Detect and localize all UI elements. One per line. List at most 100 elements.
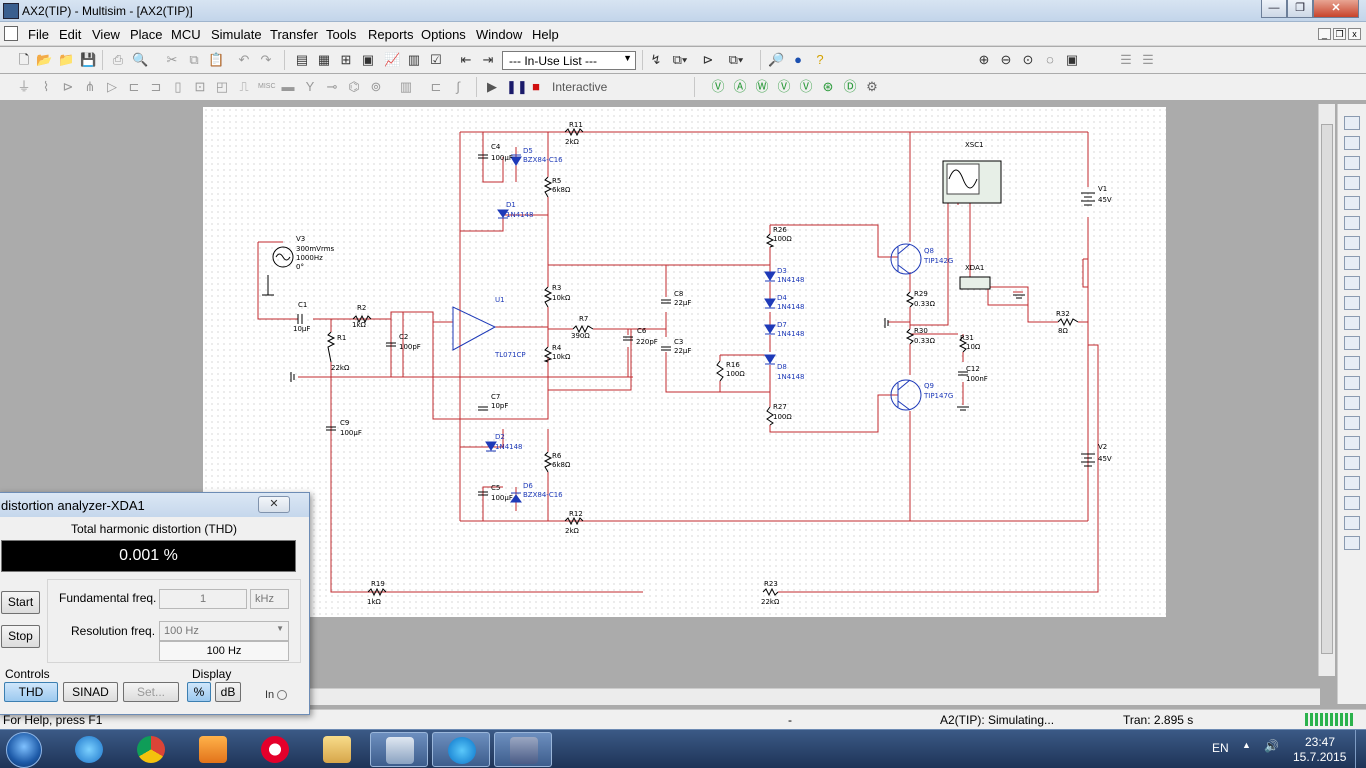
place-rf-icon[interactable]: Y <box>305 79 315 94</box>
document-icon[interactable] <box>4 26 18 41</box>
place-diode-icon[interactable]: ⊳ <box>62 79 74 94</box>
mdi-minimize-button[interactable]: _ <box>1318 28 1331 40</box>
place-source-icon[interactable]: ⏚ <box>17 79 31 94</box>
agilent-multimeter-icon[interactable] <box>1344 416 1360 430</box>
taskbar-ie[interactable] <box>60 732 118 767</box>
differential-voltage-probe-icon[interactable]: Ⓥ <box>777 79 791 94</box>
distortion-analyzer-window[interactable]: distortion analyzer-XDA1 ✕ Total harmoni… <box>0 492 310 715</box>
open-samples-icon[interactable]: 📁 <box>58 52 75 67</box>
interactive-mode-label[interactable]: Interactive <box>552 80 608 94</box>
close-icon[interactable]: ✕ <box>258 496 290 513</box>
power-probe-icon[interactable]: Ⓦ <box>755 79 769 94</box>
word-generator-icon[interactable] <box>1344 256 1360 270</box>
find-icon[interactable]: 🔎 <box>768 52 785 67</box>
four-channel-oscilloscope-icon[interactable] <box>1344 196 1360 210</box>
fundamental-freq-unit[interactable]: kHz <box>250 589 289 609</box>
new-file-icon[interactable]: 🗋 <box>18 52 30 67</box>
oscilloscope-icon[interactable] <box>1344 176 1360 190</box>
taskbar-multisim[interactable] <box>494 732 552 767</box>
bode-plotter-icon[interactable] <box>1344 216 1360 230</box>
menu-edit[interactable]: Edit <box>59 27 82 42</box>
toggle-design-toolbox-icon[interactable]: ▤ <box>295 52 309 67</box>
measurement-probe-icon[interactable] <box>1344 476 1360 490</box>
instrument-dropdown-icon[interactable]: ⧉▾ <box>672 52 688 67</box>
place-mixed-icon[interactable]: ⊡ <box>194 79 206 94</box>
copy-icon[interactable]: ⧉ <box>189 52 199 67</box>
current-probe-icon[interactable] <box>1344 536 1360 550</box>
logic-converter-icon[interactable] <box>1344 276 1360 290</box>
multimeter-icon[interactable] <box>1344 116 1360 130</box>
place-mcu-icon[interactable]: ▯ <box>174 79 182 94</box>
ammeter-probe-icon[interactable]: Ⓐ <box>733 79 747 94</box>
probe-settings-icon[interactable]: ⊳ <box>702 52 714 67</box>
undo-icon[interactable]: ↶ <box>238 52 250 67</box>
redo-icon[interactable]: ↷ <box>260 52 272 67</box>
percent-display-button[interactable]: % <box>187 682 211 702</box>
taskbar-opera[interactable] <box>246 732 304 767</box>
digital-probe-icon[interactable]: Ⓓ <box>843 79 857 94</box>
tektronix-oscilloscope-icon[interactable] <box>1344 456 1360 470</box>
schematic-drawing[interactable]: R11 2kΩ C4 100µF D5 BZX84-C16 R5 6k8Ω D1… <box>203 107 1166 617</box>
database-manager-icon[interactable]: ⊞ <box>340 52 352 67</box>
place-electromechanical-icon[interactable]: ⊸ <box>326 79 338 94</box>
mdi-restore-button[interactable]: ❐ <box>1333 28 1346 40</box>
menu-view[interactable]: View <box>92 27 120 42</box>
place-ni-component-icon[interactable]: ⌬ <box>348 79 360 94</box>
place-advanced-peripherals-icon[interactable]: ▬ <box>281 79 295 94</box>
spectrum-analyzer-icon[interactable] <box>1344 356 1360 370</box>
ni-elvismx-icon[interactable] <box>1344 516 1360 530</box>
pause-icon[interactable]: ❚❚ <box>506 79 528 94</box>
wattmeter-icon[interactable] <box>1344 156 1360 170</box>
probe-placement-icon[interactable]: ⧉▾ <box>728 52 744 67</box>
in-use-list-dropdown[interactable]: --- In-Use List --- ▼ <box>502 51 636 70</box>
set-button[interactable]: Set... <box>123 682 179 702</box>
education-web-icon[interactable]: ● <box>794 52 802 67</box>
clock-time[interactable]: 23:47 <box>1305 735 1336 749</box>
show-hidden-icons-icon[interactable]: ▲ <box>1242 740 1251 750</box>
probe-icon[interactable]: ↯ <box>650 52 662 67</box>
horizontal-scrollbar[interactable] <box>310 688 1320 705</box>
menu-help[interactable]: Help <box>532 27 559 42</box>
help-icon[interactable]: ? <box>816 52 824 67</box>
place-misc-icon[interactable]: MISC <box>258 83 276 90</box>
multisim-app-icon[interactable] <box>3 3 19 19</box>
place-cmos-icon[interactable]: ⊐ <box>150 79 162 94</box>
vertical-scrollbar[interactable] <box>1318 104 1335 676</box>
stop-button[interactable]: Stop <box>1 625 40 648</box>
menu-file[interactable]: File <box>28 27 49 42</box>
menu-window[interactable]: Window <box>476 27 523 42</box>
start-button[interactable]: Start <box>1 591 40 614</box>
zoom-sheet-icon[interactable]: ◌ <box>1046 52 1054 67</box>
taskbar-app[interactable] <box>370 732 428 767</box>
stop-sim-icon[interactable]: ■ <box>532 79 540 94</box>
sinad-button[interactable]: SINAD <box>63 682 118 702</box>
voltage-current-probe-icon[interactable]: Ⓥ <box>799 79 813 94</box>
menu-reports[interactable]: Reports <box>368 27 414 42</box>
backannotate-icon[interactable]: ⇤ <box>460 52 472 67</box>
menu-options[interactable]: Options <box>421 27 466 42</box>
schematic-sheet[interactable] <box>203 107 1166 617</box>
component-wizard-icon[interactable]: ▣ <box>361 52 375 67</box>
paste-icon[interactable]: 📋 <box>208 52 225 67</box>
function-generator-icon[interactable] <box>1344 136 1360 150</box>
zoom-in-icon[interactable]: ⊕ <box>978 52 990 67</box>
input-terminal[interactable]: In <box>265 689 288 701</box>
iv-analyzer-icon[interactable] <box>1344 316 1360 330</box>
grapher-icon[interactable]: 📈 <box>384 52 401 67</box>
cut-icon[interactable]: ✂ <box>166 52 178 67</box>
probe-settings-gear-icon[interactable]: ⚙ <box>866 79 878 94</box>
place-bus-icon[interactable]: ⊏ <box>430 79 442 94</box>
db-display-button[interactable]: dB <box>215 682 241 702</box>
language-indicator[interactable]: EN <box>1212 741 1229 755</box>
taskbar-media-player[interactable] <box>184 732 242 767</box>
place-analog-icon[interactable]: ▷ <box>107 79 117 94</box>
place-indicator-icon[interactable]: ◰ <box>215 79 229 94</box>
network-analyzer-icon[interactable] <box>1344 376 1360 390</box>
reference-probe-icon[interactable]: ⊛ <box>822 79 834 94</box>
open-file-icon[interactable]: 📂 <box>36 52 53 67</box>
maximize-button[interactable]: ❐ <box>1287 0 1313 18</box>
place-transistor-icon[interactable]: ⋔ <box>84 79 96 94</box>
print-icon[interactable]: ⎙ <box>112 52 124 67</box>
postprocessor-icon[interactable]: ▥ <box>407 52 421 67</box>
menu-mcu[interactable]: MCU <box>171 27 201 42</box>
